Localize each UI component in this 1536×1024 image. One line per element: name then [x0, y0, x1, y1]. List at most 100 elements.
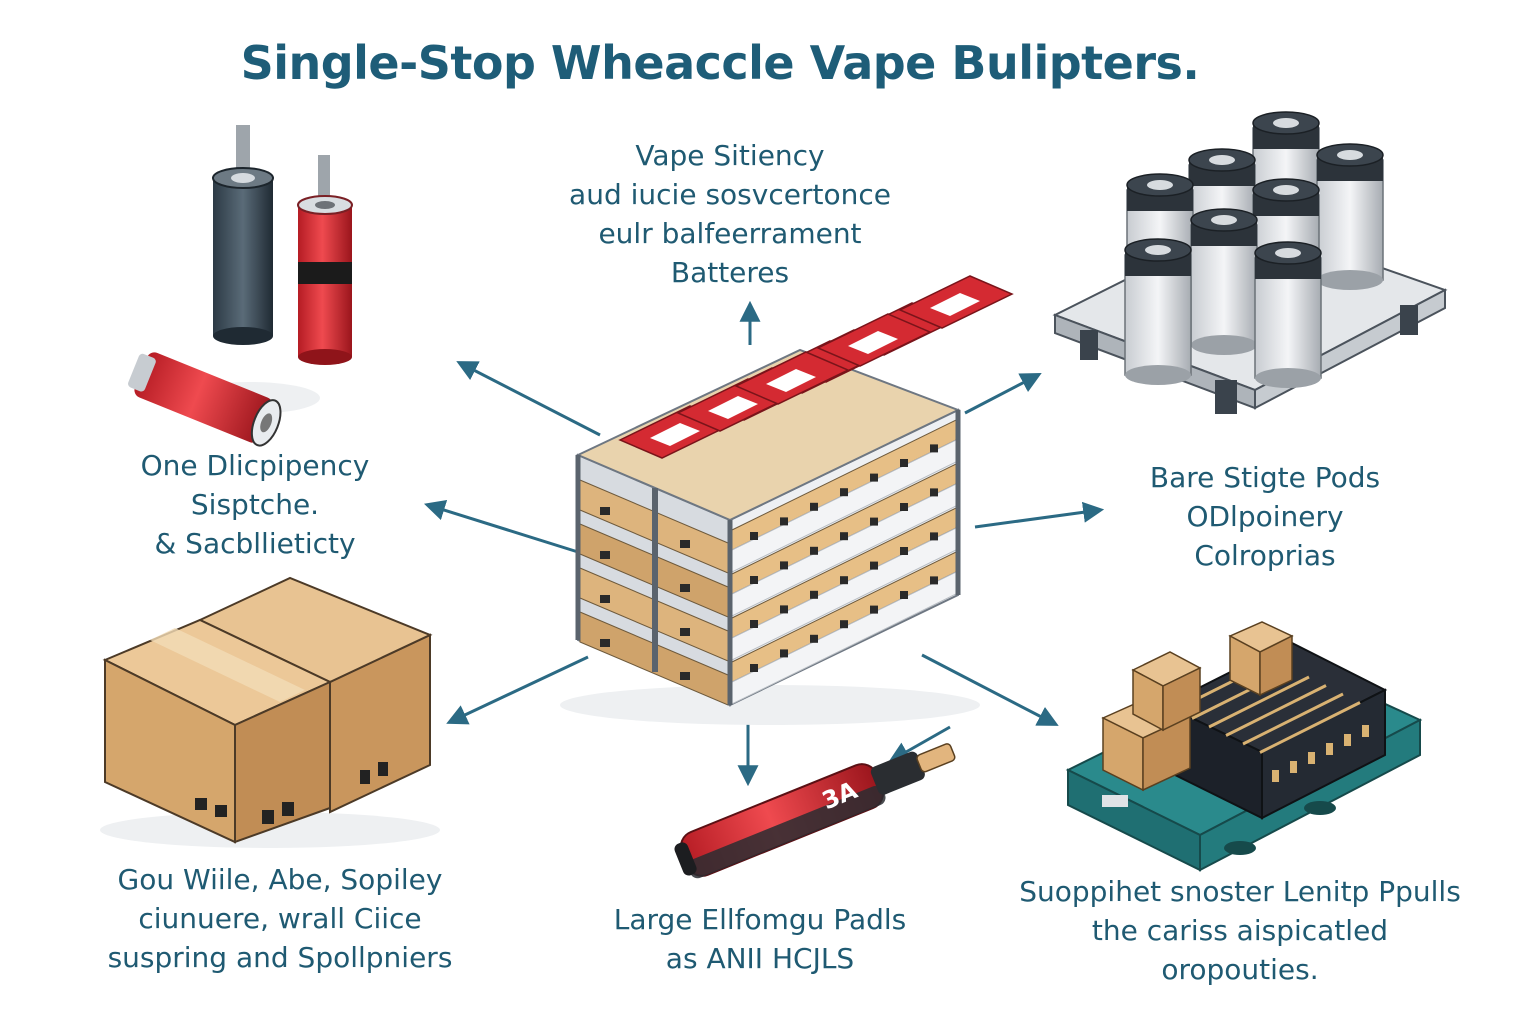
carton-label [766, 369, 816, 392]
bin-label [840, 620, 848, 629]
label-left-line: & Sacbllieticty [154, 527, 356, 560]
rack-shelves-right [731, 419, 957, 705]
bin-label [870, 517, 878, 526]
bin-label [750, 532, 758, 540]
label-right-line: ODlpoinery [1186, 500, 1344, 533]
crate-stripe [1208, 675, 1310, 729]
label-bottom-right-line: oropouties. [1161, 953, 1319, 986]
crate-tag [1326, 743, 1333, 755]
page-title: Single-Stop Wheaccle Vape Bulipters. [240, 36, 1200, 90]
canister-base [1191, 335, 1257, 355]
shipping-boxes-icon [100, 576, 440, 848]
rack-top-cartons [618, 275, 1014, 459]
bin-label [930, 532, 938, 541]
bin-label [840, 532, 848, 541]
canister-pallet-icon [1052, 111, 1448, 414]
canister-center [1273, 118, 1299, 128]
label-top: Vape Sitiency aud iucie sosvcertonce eul… [540, 136, 920, 292]
bin-label [870, 561, 878, 570]
crate-stripe [1242, 692, 1344, 746]
label-bottom-left-line: Gou Wiile, Abe, Sopiley [117, 863, 443, 896]
canister-center [1147, 180, 1173, 190]
bin-label [810, 502, 818, 511]
bin-label [870, 605, 878, 614]
label-bottom-center-line: Large Ellfomgu Padls [613, 903, 907, 936]
arrow-up-left [456, 361, 601, 437]
label-bottom-right-line: Suoppihet snoster Lenitp Ppulls [1019, 875, 1461, 908]
bin-label [780, 649, 788, 658]
vape-pen-icon: 3A [674, 743, 956, 879]
bin-label [900, 503, 908, 511]
label-right-line: Colroprias [1194, 539, 1336, 572]
canister-center [1337, 150, 1363, 160]
bin-label [840, 488, 848, 497]
canister-center [1211, 215, 1237, 225]
crate-tag [1308, 752, 1315, 764]
crate-stripe [1259, 701, 1361, 754]
label-top-line: aud iucie sosvcertonce [569, 178, 891, 211]
bin-label [680, 540, 690, 548]
crate-tag [1344, 734, 1351, 746]
bin-label [780, 561, 788, 570]
label-top-line: Batteres [670, 256, 790, 289]
pod-crate-pallet-icon [1065, 621, 1423, 872]
label-right: Bare Stigte Pods ODlpoinery Colroprias [1110, 458, 1420, 575]
arrow-down-left [446, 655, 589, 725]
label-bottom-center-line: as ANII HCJLS [665, 942, 855, 975]
carton-label [708, 396, 758, 419]
carton-label [930, 293, 980, 316]
canister-base [1317, 270, 1383, 290]
carton-label [650, 423, 700, 446]
bin-label [780, 517, 788, 526]
label-top-line: Vape Sitiency [635, 139, 825, 172]
arrow-down-right [921, 653, 1059, 726]
arrow-to-pen [888, 725, 951, 763]
bin-label [930, 488, 938, 497]
bin-label [900, 459, 908, 467]
label-bottom-left-line: suspring and Spollpniers [107, 941, 453, 974]
bin-label [750, 620, 758, 628]
bin-label [680, 584, 690, 592]
bin-label [600, 507, 610, 515]
bin-label [930, 444, 938, 453]
label-left-line: Sisptche. [190, 488, 320, 521]
label-right-line: Bare Stigte Pods [1149, 461, 1381, 494]
bin-label [600, 595, 610, 603]
canister-base [1125, 365, 1191, 385]
bin-label [750, 576, 758, 584]
carton-label [848, 331, 898, 354]
canister-base [1255, 368, 1321, 388]
bin-label [900, 591, 908, 599]
arrow-right [974, 501, 1105, 529]
bin-label [810, 546, 818, 555]
canister-center [1145, 245, 1171, 255]
label-bottom-left: Gou Wiile, Abe, Sopiley ciunuere, wrall … [60, 860, 500, 977]
bin-label [810, 590, 818, 599]
canister-center [1275, 248, 1301, 258]
bin-label [930, 576, 938, 585]
label-bottom-right-line: the cariss aispicatled [1091, 914, 1389, 947]
bin-label [680, 672, 690, 680]
bin-label [810, 634, 818, 643]
label-top-line: eulr balfeerrament [598, 217, 862, 250]
bin-label [840, 576, 848, 585]
crate-tag [1272, 770, 1279, 782]
crate-tag [1290, 761, 1297, 773]
bin-label [780, 605, 788, 614]
canister-center [1209, 155, 1235, 165]
bin-label [600, 551, 610, 559]
bin-label [680, 628, 690, 636]
crate-stripe [1225, 684, 1327, 737]
canister-group [1124, 111, 1384, 388]
bin-label [870, 473, 878, 482]
label-bottom-right: Suoppihet snoster Lenitp Ppulls the cari… [960, 872, 1520, 989]
connector-arrows [423, 300, 1105, 787]
crate-tag [1362, 725, 1369, 737]
label-bottom-center: Large Ellfomgu Padls as ANII HCJLS [570, 900, 950, 978]
bin-label [900, 547, 908, 555]
label-bottom-left-line: ciunuere, wrall Ciice [138, 902, 422, 935]
label-left: One Dlicpipency Sisptche. & Sacbllietict… [100, 446, 410, 563]
warehouse-rack-icon [560, 275, 1014, 725]
label-left-line: One Dlicpipency [140, 449, 370, 482]
